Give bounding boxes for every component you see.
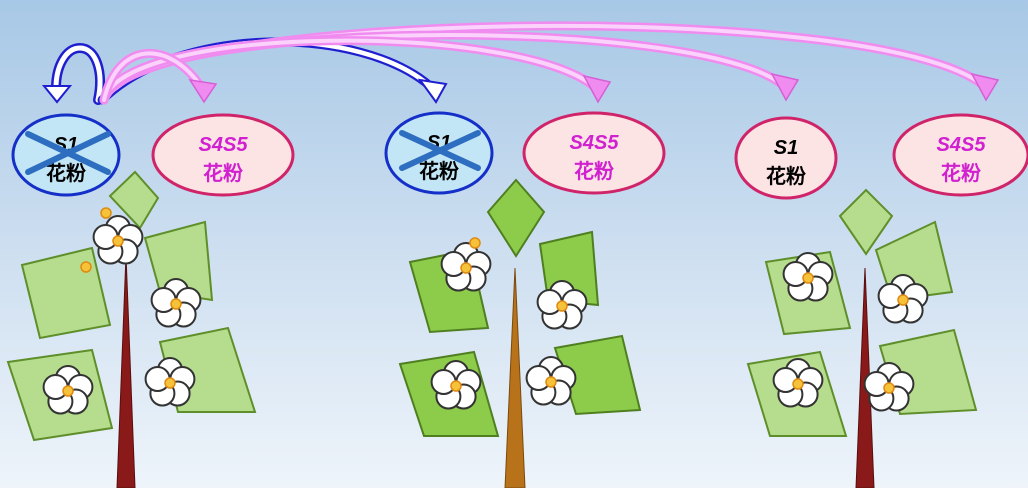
pollen-dot [100, 207, 112, 219]
self-pollen-oval-plant1: S1 花粉 [11, 113, 121, 197]
pollen-dot [469, 237, 481, 249]
cross-mark-icon [25, 131, 111, 175]
cross-mark-icon [399, 130, 481, 171]
stem [116, 254, 136, 488]
cross-pollen-arrows [99, 21, 1000, 105]
cross-pollen-oval-plant1: S4S5 花粉 [151, 113, 295, 197]
self-pollen-oval-plant2: S1 花粉 [384, 111, 494, 195]
flower-icon [440, 242, 492, 292]
pollen-dot [80, 261, 92, 273]
cross-pollen-label: 花粉 [203, 161, 243, 185]
leaf-icon [486, 178, 546, 258]
cross-pollen-oval-plant3: S4S5 花粉 [892, 113, 1028, 197]
stem [504, 267, 526, 488]
self-pollen-label: 花粉 [766, 164, 806, 188]
self-pollination-loop-arrow [41, 42, 105, 105]
plant-2 [398, 178, 642, 488]
leaf-icon [143, 220, 214, 302]
self-s-allele-label: S1 [774, 137, 798, 159]
leaf-icon [108, 170, 160, 230]
cross-pollen-label: 花粉 [941, 161, 981, 185]
cross-s-allele-label: S4S5 [937, 134, 987, 156]
cross-pollen-label: 花粉 [574, 159, 614, 183]
cross-pollen-oval-plant2: S4S5 花粉 [522, 111, 666, 195]
self-pollen-label: 花粉 [419, 159, 459, 183]
leaf-icon [838, 188, 894, 256]
plant-1 [6, 170, 257, 488]
self-pollen-label: 花粉 [46, 161, 86, 185]
cross-s-allele-label: S4S5 [570, 132, 620, 154]
leaf-icon [20, 246, 112, 340]
cross-s-allele-label: S4S5 [199, 134, 249, 156]
plant-3 [746, 188, 978, 488]
self-pollen-oval-plant3: S1 花粉 [734, 116, 838, 200]
